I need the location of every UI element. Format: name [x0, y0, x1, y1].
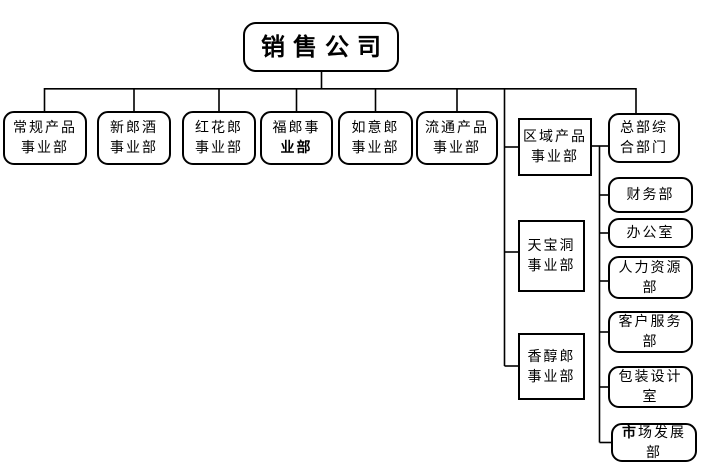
node-label: 包装设计 室 [618, 369, 683, 405]
node-label: 区域产品 事业部 [523, 129, 587, 165]
node-hq-general-department: 总部综 合部门 [608, 113, 680, 163]
node-label: 红花郎 事业部 [195, 120, 243, 156]
node-honghualang-division: 红花郎 事业部 [182, 111, 256, 165]
node-packaging-design-office: 包装设计 室 [608, 366, 693, 408]
node-office: 办公室 [608, 218, 693, 248]
node-regional-products-division: 区域产品 事业部 [518, 118, 592, 176]
node-fulang-division: 福郎事业部 [260, 111, 333, 165]
node-label: 人力资源 部 [618, 259, 683, 296]
node-xinlang-liquor-division: 新郎酒 事业部 [97, 111, 171, 165]
node-tianbaodong-division: 天宝洞 事业部 [518, 220, 585, 292]
node-label: 福郎事业部 [273, 118, 321, 158]
node-label: 总部综 合部门 [620, 120, 668, 156]
node-label: 客户服务 部 [618, 314, 683, 350]
node-label: 常规产品 事业部 [13, 120, 77, 156]
connector-main-rail [43, 88, 637, 113]
node-regular-products-division: 常规产品 事业部 [3, 111, 87, 165]
node-label: 流通产品 事业部 [425, 120, 489, 156]
node-circulation-products-division: 流通产品 事业部 [416, 111, 498, 165]
node-customer-service-department: 客户服务 部 [608, 311, 693, 353]
root-sales-company: 销售公司 [243, 22, 399, 72]
node-label: 新郎酒 事业部 [110, 120, 158, 156]
node-label: 财务部 [626, 187, 675, 203]
node-market-development-department: 市场发展 部 [611, 423, 697, 462]
node-label: 香醇郎 事业部 [527, 348, 576, 385]
node-label: 办公室 [626, 225, 675, 241]
node-finance-department: 财务部 [608, 177, 693, 213]
node-label-rest: 场发展 部 [638, 424, 686, 461]
node-label: 天宝洞 事业部 [527, 238, 576, 274]
node-label: 销售公司 [261, 32, 389, 61]
node-xiangchunlang-division: 香醇郎 事业部 [518, 333, 585, 400]
node-label-line2-bold: 业部 [280, 140, 313, 156]
node-label-line1: 福郎事 [272, 120, 321, 136]
node-ruyilang-division: 如意郎 事业部 [338, 111, 413, 165]
node-label-lead-bold: 市 [622, 424, 638, 441]
node-hr-department: 人力资源 部 [608, 256, 693, 299]
node-label: 如意郎 事业部 [351, 120, 400, 156]
node-label: 市场发展 部 [622, 423, 686, 463]
